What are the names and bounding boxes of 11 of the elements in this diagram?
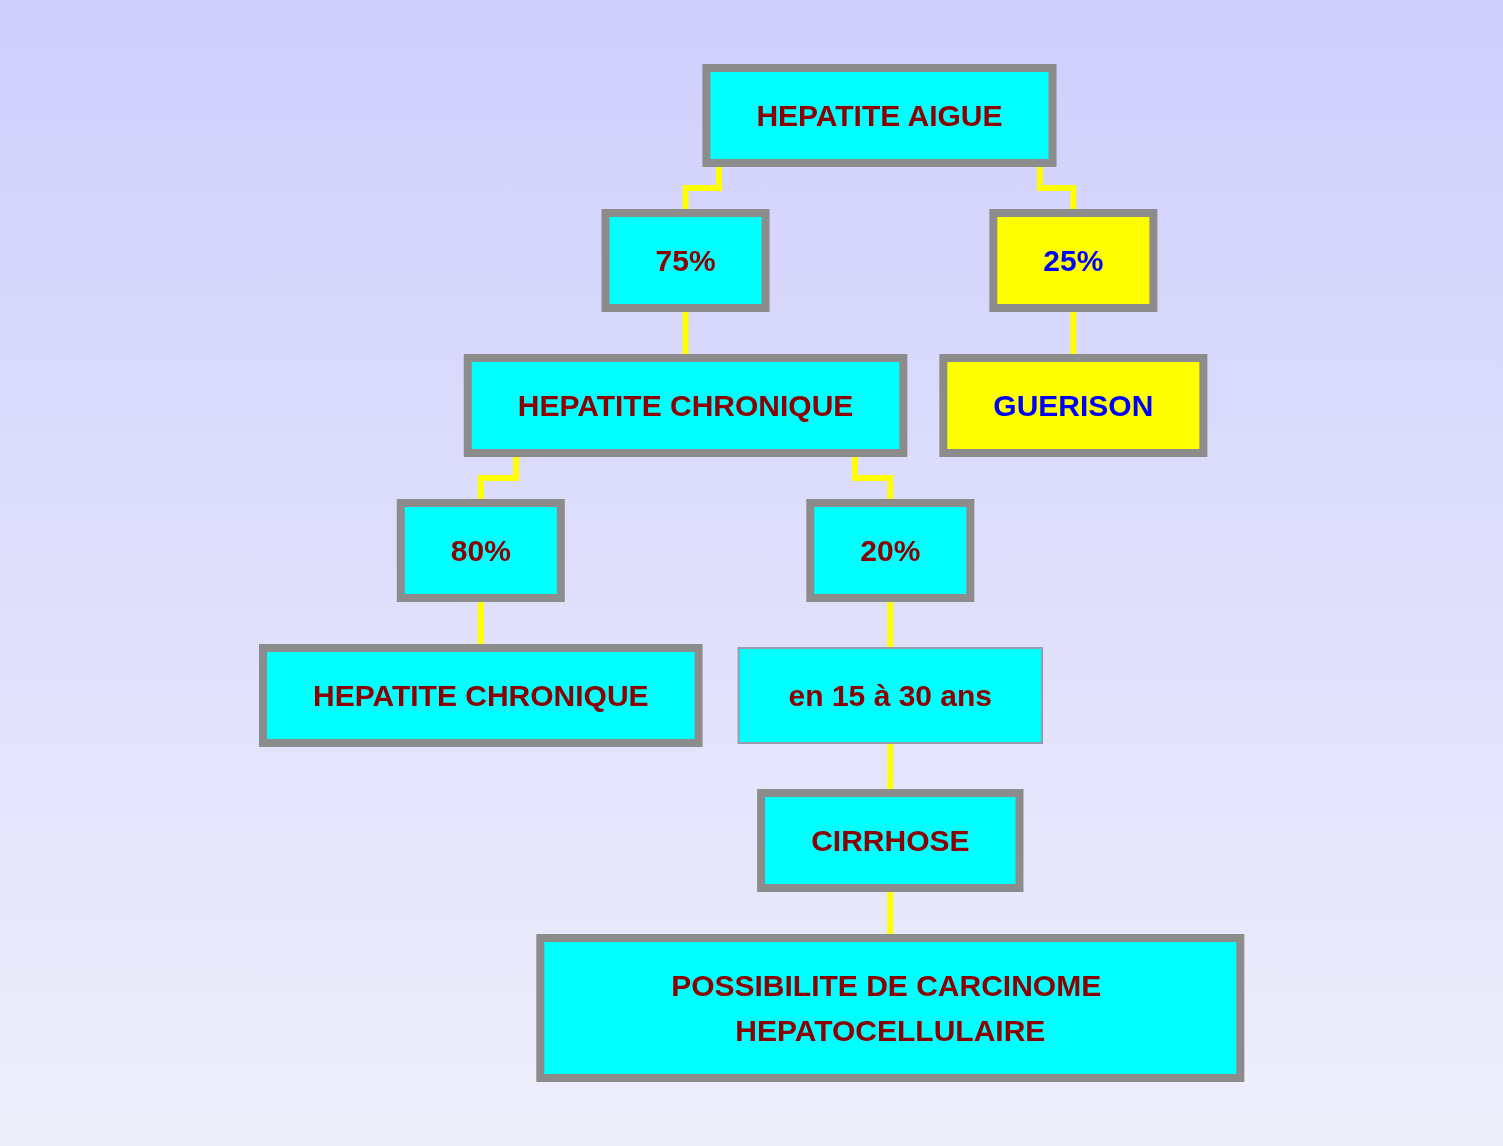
- node-box: CIRRHOSE: [757, 789, 1024, 892]
- node-box: HEPATITE CHRONIQUE: [258, 644, 703, 747]
- node-box: GUERISON: [939, 354, 1208, 457]
- node-box: 20%: [806, 499, 975, 602]
- node-box: HEPATITE AIGUE: [702, 64, 1057, 167]
- node-box: 75%: [601, 209, 770, 312]
- node-box: HEPATITE CHRONIQUE: [463, 354, 908, 457]
- node-box: 80%: [396, 499, 565, 602]
- node-box: en 15 à 30 ans: [737, 647, 1043, 744]
- node-box: 25%: [989, 209, 1158, 312]
- node-box: POSSIBILITE DE CARCINOME HEPATOCELLULAIRE: [536, 934, 1245, 1082]
